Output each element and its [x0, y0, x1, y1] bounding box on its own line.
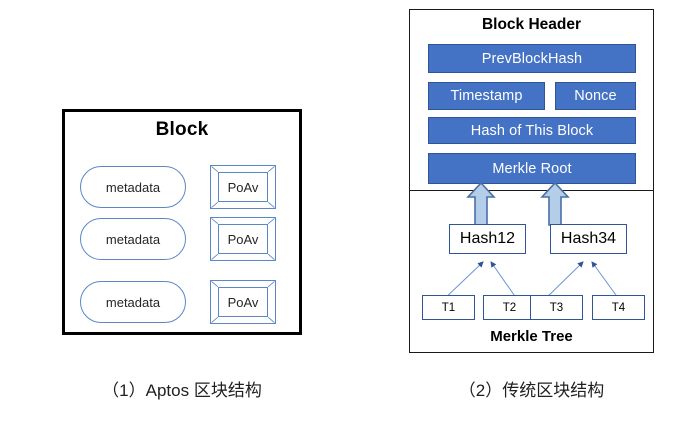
poav-box-3: PoAv [210, 280, 276, 324]
merkle-leaf-t3: T3 [530, 295, 583, 320]
poav-label-1: PoAv [227, 179, 259, 195]
caption-left-panel: （1）Aptos 区块结构 [102, 380, 262, 400]
metadata-pill-3: metadata [80, 281, 186, 323]
header-field-timestamp: Timestamp [428, 82, 545, 110]
header-tree-divider [409, 190, 654, 191]
header-field-nonce: Nonce [555, 82, 636, 110]
metadata-pill-2: metadata [80, 218, 186, 260]
merkle-leaf-t2: T2 [483, 295, 536, 320]
metadata-pill-1: metadata [80, 166, 186, 208]
merkle-node-hash12: Hash12 [449, 224, 526, 254]
merkle-node-hash34: Hash34 [550, 224, 627, 254]
poav-label-3: PoAv [227, 294, 259, 310]
block-header-title: Block Header [481, 16, 582, 33]
merkle-leaf-t1: T1 [422, 295, 475, 320]
merkle-tree-label: Merkle Tree [490, 327, 573, 345]
header-field-merkle-root: Merkle Root [428, 153, 636, 184]
poav-inner-frame-2 [218, 224, 268, 254]
poav-label-2: PoAv [227, 231, 259, 247]
caption-right-panel: （2）传统区块结构 [458, 380, 605, 400]
poav-box-2: PoAv [210, 217, 276, 261]
left-panel-title: Block [155, 119, 209, 140]
header-field-prevblockhash: PrevBlockHash [428, 44, 636, 73]
poav-inner-frame-3 [218, 287, 268, 317]
merkle-leaf-t4: T4 [592, 295, 645, 320]
poav-inner-frame-1 [218, 172, 268, 202]
poav-box-1: PoAv [210, 165, 276, 209]
header-field-hash-of-this-block: Hash of This Block [428, 117, 636, 144]
